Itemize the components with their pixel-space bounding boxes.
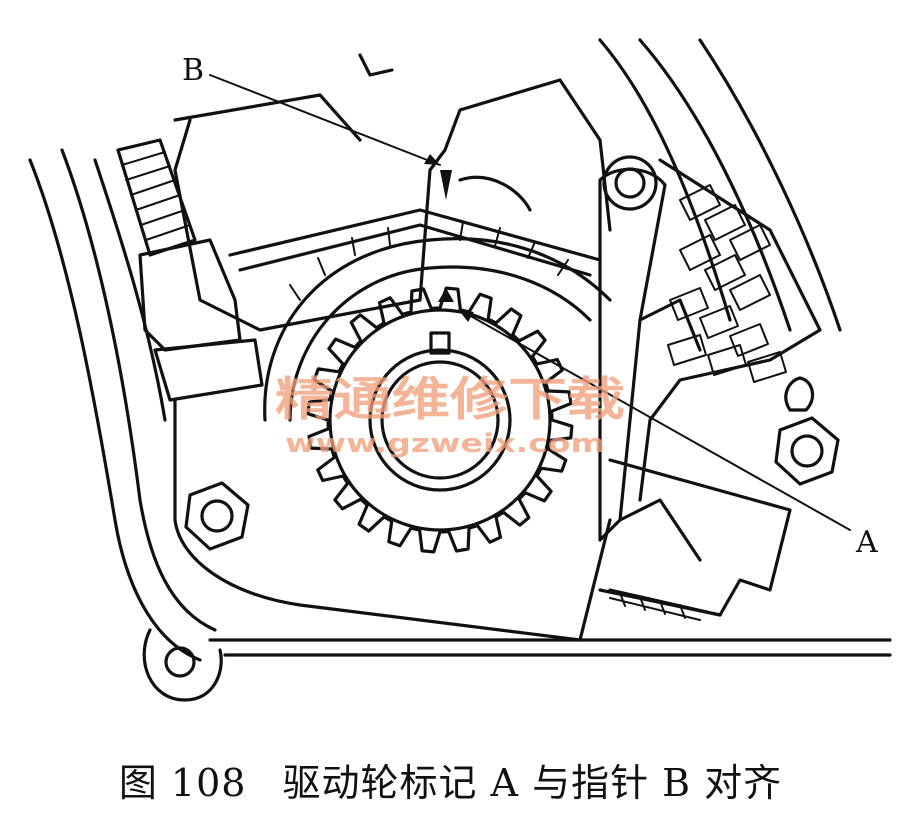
caption-text: 驱动轮标记 A 与指针 B 对齐: [282, 761, 783, 805]
lower-bracket: [598, 458, 792, 621]
watermark-chinese: 精通维修下载: [275, 372, 625, 426]
mounting-lug: [142, 628, 223, 702]
ribbed-plate: [638, 158, 822, 502]
adjust-bolt-right: [774, 376, 840, 486]
drive-sprocket: [306, 286, 574, 554]
drive-mark-a-triangle: [438, 288, 454, 302]
figure-caption: 图 108 驱动轮标记 A 与指针 B 对齐: [0, 752, 901, 807]
watermark-url: www.gzweix.com: [285, 429, 605, 459]
caption-figure-number: 图 108: [118, 761, 247, 805]
adjust-bolt-left: [184, 481, 250, 551]
tensioner-arm: [598, 155, 702, 542]
coil-spring: [116, 138, 264, 402]
belt-cover: [173, 78, 612, 642]
leader-lines: [209, 74, 851, 531]
label-a: A: [855, 525, 878, 560]
pointer-b-marker: [440, 170, 452, 200]
label-b: B: [182, 53, 204, 88]
belt-ring: [263, 221, 612, 422]
